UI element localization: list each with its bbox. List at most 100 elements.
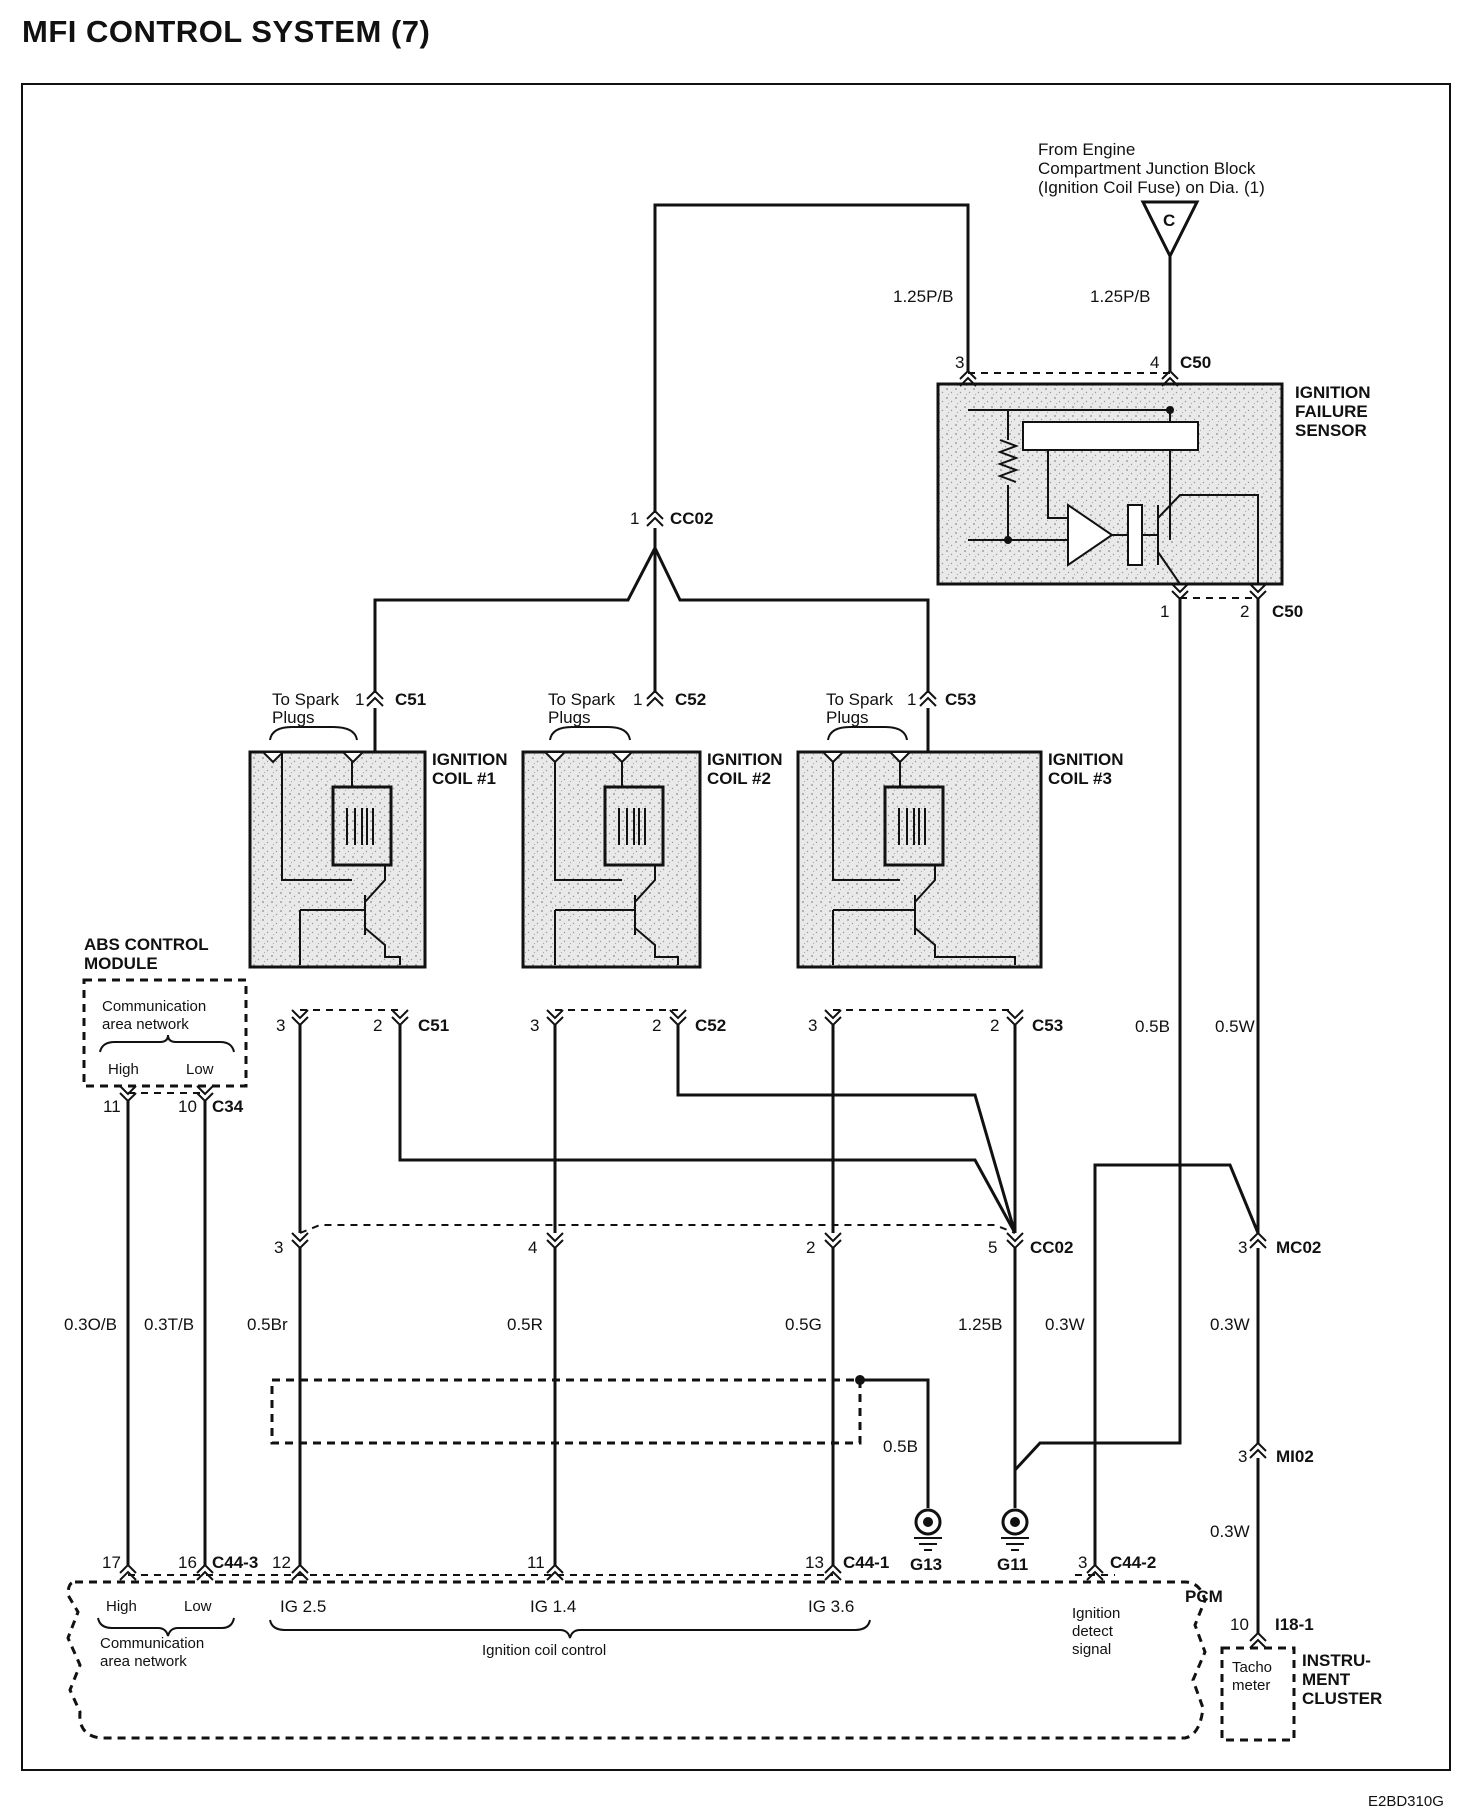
wire-label: 0.3W — [1210, 1522, 1250, 1541]
pcm-pin12-connector — [291, 1564, 309, 1581]
pin-label: 2 — [806, 1238, 815, 1257]
page-title: MFI CONTROL SYSTEM (7) — [22, 14, 431, 49]
c50-pin1-connector — [1171, 583, 1189, 600]
connector-c51-top: C51 — [395, 690, 426, 709]
pin-label: 3 — [530, 1016, 539, 1035]
i18-1-connector — [1249, 1632, 1267, 1649]
ig25-label: IG 2.5 — [280, 1597, 326, 1616]
pin-label: 16 — [178, 1553, 197, 1572]
tachometer-label-1: Tacho — [1232, 1659, 1272, 1676]
pin-label: 2 — [652, 1016, 661, 1035]
wire-label: 0.5G — [785, 1315, 822, 1334]
coil2-label-1: IGNITION — [707, 750, 783, 769]
ignition-coil-1 — [248, 708, 427, 969]
instrument-cluster-label-2: MENT — [1302, 1670, 1351, 1689]
pcm-high-label: High — [106, 1598, 137, 1615]
c53-top-connector — [919, 690, 937, 707]
spark-plugs-label-3: To Spark — [826, 690, 894, 709]
pin-label: 3 — [1238, 1447, 1247, 1466]
connector-c51-bottom: C51 — [418, 1016, 449, 1035]
abs-can-label-2: area network — [102, 1016, 189, 1033]
source-line-1: From Engine — [1038, 140, 1135, 159]
abs-low-label: Low — [186, 1061, 214, 1078]
connector-i18-1: I18-1 — [1275, 1615, 1314, 1634]
spark-plugs-label-3b: Plugs — [826, 708, 869, 727]
ifs-label-1: IGNITION — [1295, 383, 1371, 402]
connector-mc02: MC02 — [1276, 1238, 1321, 1257]
shield-outline — [270, 1378, 862, 1445]
c51-top-connector — [366, 690, 384, 707]
c52-top-connector — [646, 690, 664, 707]
instrument-cluster-label-1: INSTRU- — [1302, 1651, 1371, 1670]
ground-g13-label: G13 — [910, 1555, 942, 1574]
pcm-pin17-connector — [119, 1564, 137, 1581]
coil2-label-2: COIL #2 — [707, 769, 771, 788]
ignition-detect-label-1: Ignition — [1072, 1605, 1120, 1622]
wire-label: 0.3O/B — [64, 1315, 117, 1334]
instrument-cluster-label-3: CLUSTER — [1302, 1689, 1382, 1708]
coil3-label-2: COIL #3 — [1048, 769, 1112, 788]
pin-label: 2 — [1240, 602, 1249, 621]
c51-pin3-connector — [291, 1009, 309, 1026]
wire-label: 0.3W — [1210, 1315, 1250, 1334]
connector-c52-bottom: C52 — [695, 1016, 726, 1035]
pin-label: 5 — [988, 1238, 997, 1257]
pin-label: 10 — [178, 1097, 197, 1116]
pcm-pin13-connector — [824, 1564, 842, 1581]
tachometer-label-2: meter — [1232, 1677, 1270, 1694]
pcm-pin16-connector — [196, 1564, 214, 1581]
pin-label: 3 — [955, 353, 964, 372]
pcm-low-label: Low — [184, 1598, 212, 1615]
figure-code: E2BD310G — [1368, 1793, 1444, 1810]
coil1-label-2: COIL #1 — [432, 769, 496, 788]
pin-label: 2 — [373, 1016, 382, 1035]
pcm-pin3-connector — [1086, 1564, 1104, 1581]
ifs-label-3: SENSOR — [1295, 421, 1367, 440]
c52-pin2-connector — [669, 1009, 687, 1026]
ignition-coil-control-label: Ignition coil control — [482, 1642, 606, 1659]
source-terminal-label: C — [1163, 211, 1175, 230]
connector-c44-1: C44-1 — [843, 1553, 889, 1572]
wire-label: 1.25P/B — [1090, 287, 1151, 306]
c52-pin3-connector — [546, 1009, 564, 1026]
pin-label: 10 — [1230, 1615, 1249, 1634]
ignition-detect-label-2: detect — [1072, 1623, 1114, 1640]
c51-pin2-connector — [391, 1009, 409, 1026]
pin-label: 1 — [907, 690, 916, 709]
spark-plugs-label-1: To Spark — [272, 690, 340, 709]
connector-c52-top: C52 — [675, 690, 706, 709]
connector-cc02-bottom: CC02 — [1030, 1238, 1073, 1257]
connector-c34: C34 — [212, 1097, 244, 1116]
pin-label: 3 — [808, 1016, 817, 1035]
spark-plugs-label-2b: Plugs — [548, 708, 591, 727]
ground-g11-label: G11 — [997, 1555, 1028, 1574]
wire-label: 1.25P/B — [893, 287, 954, 306]
spark-plugs-label-1b: Plugs — [272, 708, 315, 727]
page-frame — [21, 83, 1451, 1771]
pcm-pin11-connector — [546, 1564, 564, 1581]
ignition-coil-2 — [521, 726, 702, 969]
pin-label: 1 — [630, 509, 639, 528]
pin-label: 1 — [355, 690, 364, 709]
wire-label: 0.5R — [507, 1315, 543, 1334]
pin-label: 13 — [805, 1553, 824, 1572]
coil1-label-1: IGNITION — [432, 750, 508, 769]
wire-label: 1.25B — [958, 1315, 1002, 1334]
wire-label: 0.3W — [1045, 1315, 1085, 1334]
pin-label: 4 — [1150, 353, 1159, 372]
pcm-label: PCM — [1185, 1587, 1223, 1606]
c53-pin3-connector — [824, 1009, 842, 1026]
pin-label: 3 — [1078, 1553, 1087, 1572]
source-line-2: Compartment Junction Block — [1038, 159, 1256, 178]
pin-label: 3 — [1238, 1238, 1247, 1257]
pin-label: 3 — [274, 1238, 283, 1257]
connector-mi02: MI02 — [1276, 1447, 1314, 1466]
instrument-cluster — [1220, 1646, 1296, 1742]
abs-can-label-1: Communication — [102, 998, 206, 1015]
pin-label: 17 — [102, 1553, 121, 1572]
cc02-top-connector — [646, 510, 664, 527]
pin-label: 12 — [272, 1553, 291, 1572]
source-line-3: (Ignition Coil Fuse) on Dia. (1) — [1038, 178, 1265, 197]
pcm-can-label-2: area network — [100, 1653, 187, 1670]
ifs-label-2: FAILURE — [1295, 402, 1368, 421]
